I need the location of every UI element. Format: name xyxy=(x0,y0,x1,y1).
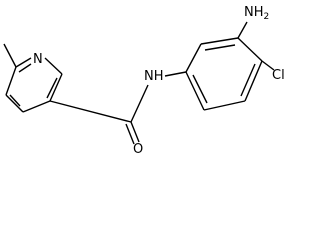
amino-group-label: NH2 xyxy=(244,5,269,22)
molecule-structure: N NH O NH2 Cl xyxy=(3,5,285,155)
pyridine-ring xyxy=(5,57,63,113)
chloro-bond xyxy=(261,60,275,71)
amino-subscript: 2 xyxy=(264,12,270,22)
ring-carbonyl-bond xyxy=(49,100,132,123)
carbonyl-oxygen-label: O xyxy=(133,142,143,155)
amide-phenyl-bond xyxy=(164,71,187,77)
pyridine-nitrogen-label: N xyxy=(33,52,43,67)
benzene-ring xyxy=(185,37,263,111)
amide-group xyxy=(125,84,149,145)
chlorine-label: Cl xyxy=(272,68,285,83)
amino-nh-label: NH xyxy=(244,5,264,20)
methyl-bond xyxy=(3,43,17,68)
amino-bond xyxy=(237,21,248,39)
amide-nitrogen-label: NH xyxy=(144,69,164,84)
